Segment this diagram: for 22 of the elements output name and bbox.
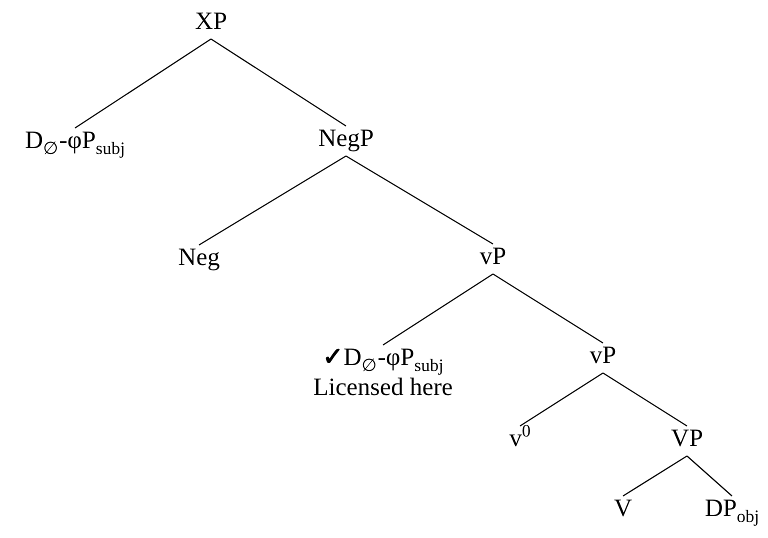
node-label: vP [480,242,506,272]
tree-branch [602,372,688,426]
node-label: NegP [318,124,374,154]
node-label: XP [195,7,227,37]
node-label: v$^{0}$ [509,424,531,454]
tree-branch [382,274,494,346]
node-label: D$_{∅}$-φP$_{subj}$ [25,126,125,156]
tree-branch [198,155,346,246]
tree-branch [492,274,604,344]
node-label: VP [671,424,703,454]
tree-branch [74,38,212,128]
tree-branch [686,456,732,496]
node-label: DP$_{obj}$ [704,494,760,524]
node-note: Licensed here [313,374,453,403]
tree-branch [210,38,346,126]
node-label: vP [590,341,616,371]
tree-branch [346,155,494,245]
node-label: Neg [178,243,220,273]
node-label: V [614,494,632,524]
tree-branch [520,372,604,426]
node-label: ✓D$_{∅}$-φP$_{subj}$ [322,343,444,373]
tree-branch [622,456,688,496]
